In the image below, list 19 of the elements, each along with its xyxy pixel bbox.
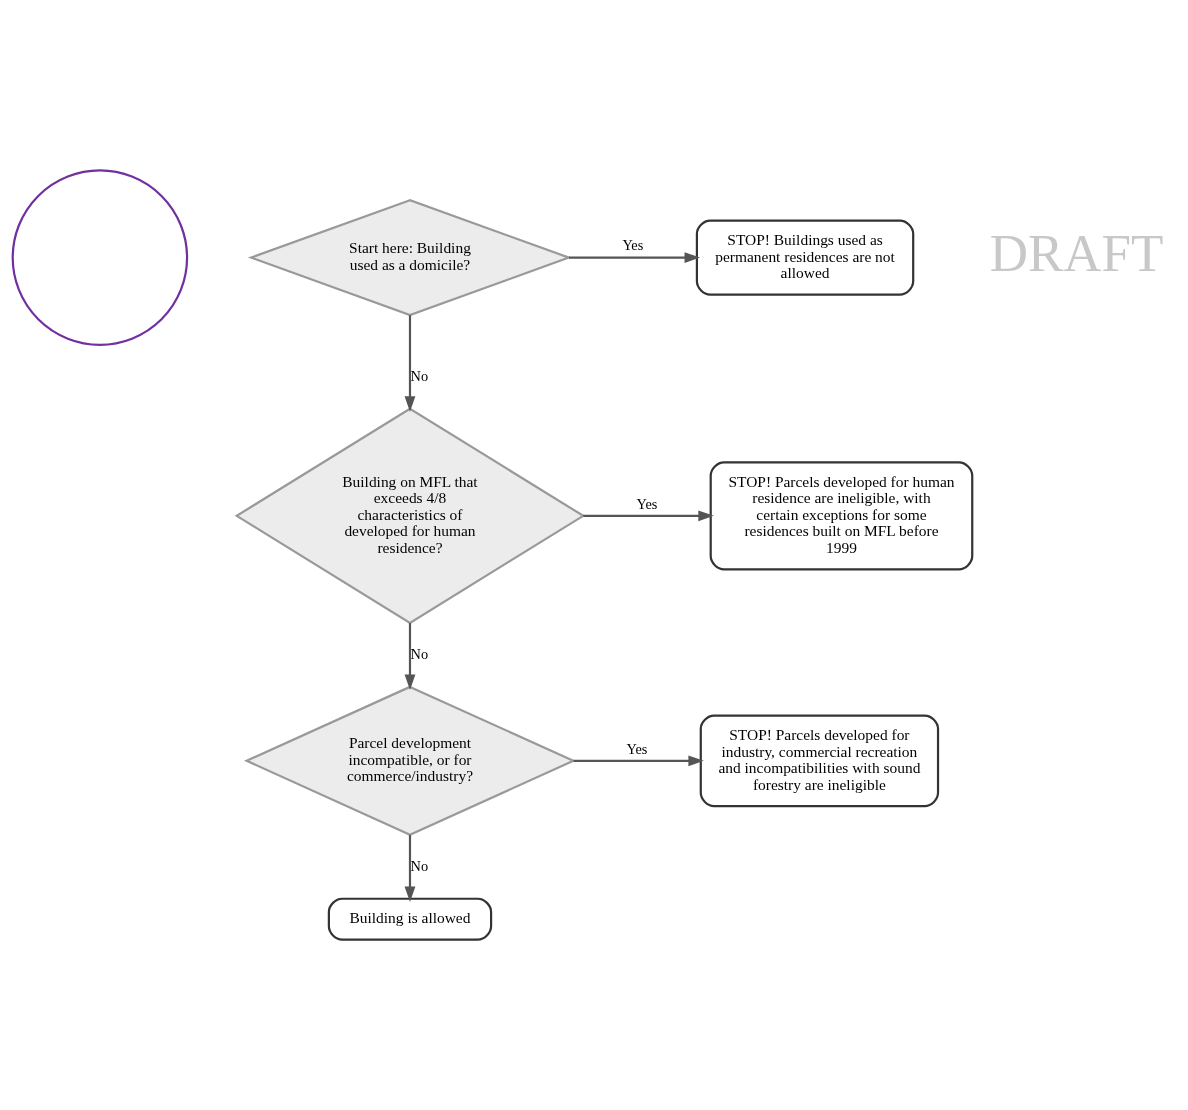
node-circle bbox=[11, 169, 189, 346]
edge-label: Yes bbox=[622, 237, 644, 254]
arrow bbox=[573, 755, 704, 767]
node-diamond: Parcel development incompatible, or for commerce/industry? bbox=[244, 685, 576, 836]
edge-label: No bbox=[410, 645, 429, 662]
edge-label: No bbox=[410, 857, 429, 874]
arrow bbox=[404, 623, 416, 690]
edge-label: Yes bbox=[636, 495, 658, 512]
node-box: STOP! Parcels developed for industry, commercial recreation and incompatibilities with sound forestry are ineligible bbox=[699, 714, 940, 808]
arrow bbox=[568, 252, 700, 263]
edge-label: Yes bbox=[626, 740, 648, 757]
arrow bbox=[404, 315, 416, 412]
node-box: STOP! Buildings used as permanent residences are not allowed bbox=[695, 219, 915, 296]
arrow bbox=[404, 834, 416, 903]
arrow bbox=[583, 510, 714, 522]
edge-label: No bbox=[410, 367, 429, 384]
node-box: STOP! Parcels developed for human residence are ineligible, with certain exceptions for some residences built on MFL before 1999 bbox=[709, 461, 974, 571]
node-box: Building is allowed bbox=[327, 897, 493, 941]
node-diamond: Building on MFL that exceeds 4/8 characteristics of developed for human residence? bbox=[234, 407, 586, 625]
